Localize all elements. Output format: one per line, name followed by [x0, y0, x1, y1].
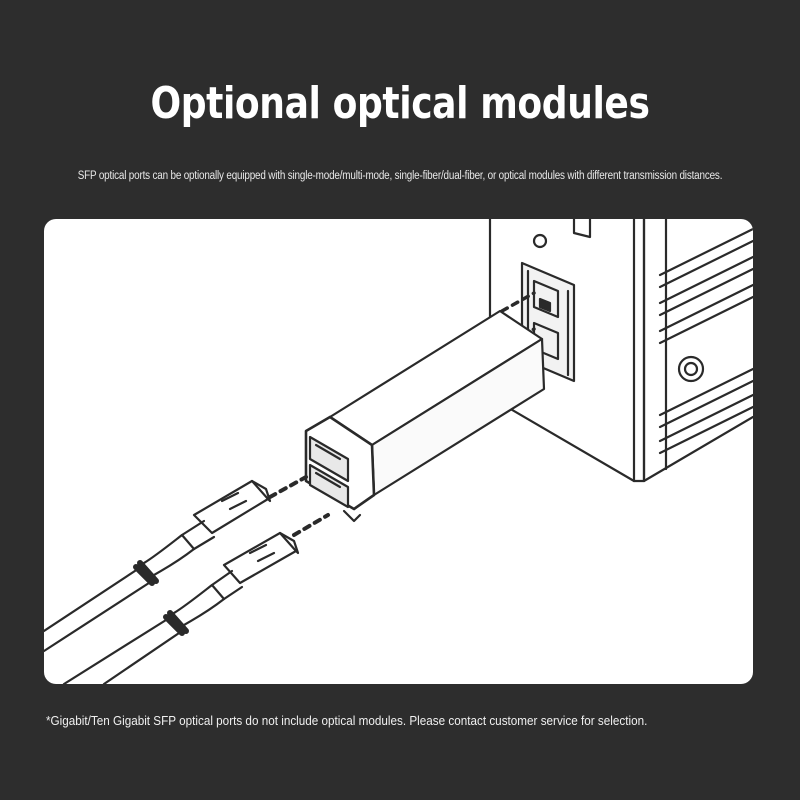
page-subtitle: SFP optical ports can be optionally equi… — [77, 170, 723, 182]
sfp-illustration — [44, 219, 753, 684]
connection-guide — [268, 475, 330, 537]
fiber-connector-icon — [44, 479, 272, 653]
illustration-panel — [44, 219, 753, 684]
sfp-module-icon — [304, 309, 546, 523]
page-title: Optional optical modules — [150, 78, 650, 129]
fiber-connector-icon — [62, 531, 300, 684]
footnote: *Gigabit/Ten Gigabit SFP optical ports d… — [46, 713, 648, 728]
